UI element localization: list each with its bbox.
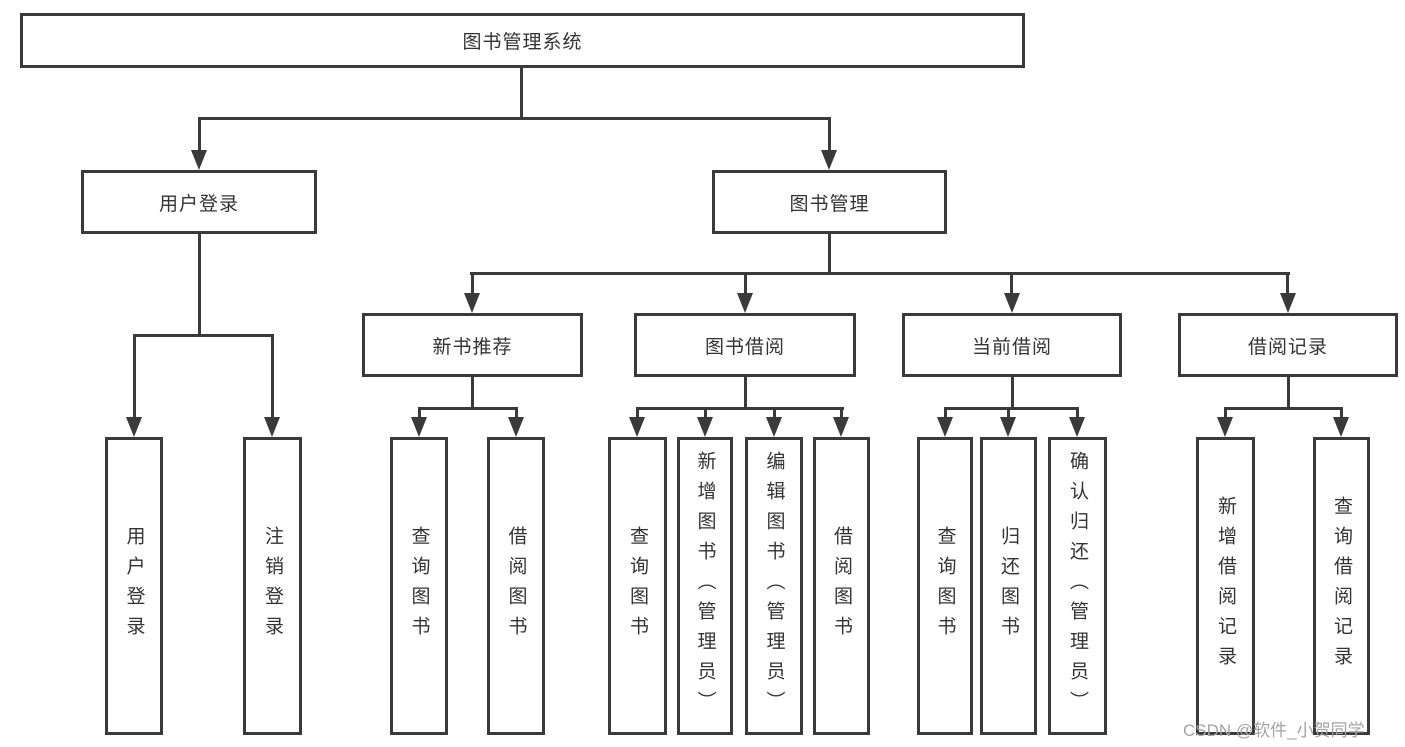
leaf-query-books-current-label: 查询图书 [934,526,956,646]
arrowhead-leaf-query-current-icon [937,417,953,437]
arrowhead-leaf-add-books-icon [697,417,713,437]
connector-current-borrow-stem [1011,377,1014,409]
connector-level2-horizontal [470,272,1290,275]
connector-to-leaf-return-books [1007,407,1010,417]
leaf-add-borrow-record-label: 新增借阅记录 [1215,496,1236,676]
arrowhead-leaf-borrow-recommend-icon [508,417,524,437]
connector-new-book-recommend-horizontal [418,407,518,410]
arrowhead-leaf-borrow-books-icon [833,417,849,437]
arrowhead-leaf-query-record-icon [1333,417,1349,437]
connector-to-leaf-confirm-return [1076,407,1079,417]
leaf-add-books-admin: 新增图书（管理员） [677,437,733,735]
leaf-edit-books-admin: 编辑图书（管理员） [745,437,803,735]
node-new-book-recommend-label: 新书推荐 [432,336,513,358]
connector-to-leaf-user-login [133,334,136,417]
leaf-borrow-books-recommend: 借阅图书 [487,437,545,735]
arrowhead-leaf-edit-books-icon [766,417,782,437]
leaf-query-borrow-record: 查询借阅记录 [1313,437,1370,735]
connector-root-stem [520,68,523,118]
connector-book-management-stem [828,234,831,275]
leaf-confirm-return-admin: 确认归还（管理员） [1048,437,1107,735]
arrowhead-leaf-return-books-icon [1000,417,1016,437]
leaf-query-books-recommend: 查询图书 [390,437,448,735]
leaf-logout-action: 注销登录 [243,437,302,735]
arrowhead-leaf-add-record-icon [1217,417,1233,437]
leaf-confirm-return-admin-label: 确认归还（管理员） [1067,451,1088,721]
leaf-user-login-action-label: 用户登录 [123,526,145,646]
node-book-borrow: 图书借阅 [634,313,856,377]
connector-to-book-borrow [744,272,747,293]
arrowhead-borrow-records-icon [1280,293,1296,313]
leaf-return-books-label: 归还图书 [998,526,1019,646]
arrowhead-leaf-query-borrow-icon [629,417,645,437]
leaf-user-login-action: 用户登录 [105,437,163,735]
arrowhead-leaf-query-recommend-icon [411,417,427,437]
node-borrow-records: 借阅记录 [1178,313,1398,377]
arrowhead-book-borrow-icon [737,293,753,313]
node-book-management-label: 图书管理 [789,193,870,215]
leaf-edit-books-admin-label: 编辑图书（管理员） [763,451,785,721]
connector-book-borrow-stem [744,377,747,409]
node-book-management: 图书管理 [712,170,947,234]
arrowhead-leaf-confirm-return-icon [1069,417,1085,437]
connector-to-leaf-query-recommend [418,407,421,417]
connector-to-leaf-query-record [1340,407,1343,417]
arrowhead-leaf-user-login-icon [126,417,142,437]
connector-to-leaf-borrow-recommend [515,407,518,417]
leaf-return-books: 归还图书 [980,437,1037,735]
leaf-query-borrow-record-label: 查询借阅记录 [1331,496,1352,676]
connector-user-login-stem [198,234,201,337]
connector-to-current-borrow [1010,272,1013,293]
connector-to-book-management [828,117,831,150]
node-root: 图书管理系统 [20,13,1025,68]
connector-to-leaf-query-borrow [636,407,639,417]
leaf-query-books-recommend-label: 查询图书 [408,526,430,646]
connector-current-borrow-horizontal [944,407,1079,410]
leaf-query-books-current: 查询图书 [917,437,973,735]
leaf-query-books-borrow: 查询图书 [608,437,667,735]
connector-new-book-recommend-stem [471,377,474,409]
node-root-label: 图书管理系统 [462,32,583,53]
connector-to-user-login [198,117,201,150]
connector-to-new-book-recommend [471,272,474,293]
connector-to-leaf-edit-books [773,407,776,417]
connector-to-leaf-query-current [944,407,947,417]
watermark-text: CSDN @软件_小贺同学 [1183,721,1365,740]
connector-to-borrow-records [1286,272,1289,293]
leaf-borrow-books-recommend-label: 借阅图书 [505,526,527,646]
arrowhead-leaf-logout-icon [264,417,280,437]
node-book-borrow-label: 图书借阅 [704,336,785,358]
connector-level1-horizontal [198,117,831,120]
node-current-borrow-label: 当前借阅 [971,336,1052,358]
node-current-borrow: 当前借阅 [902,313,1122,377]
leaf-borrow-books-label: 借阅图书 [831,526,852,646]
node-new-book-recommend: 新书推荐 [362,313,583,377]
leaf-borrow-books: 借阅图书 [813,437,870,735]
connector-to-leaf-add-books [704,407,707,417]
node-borrow-records-label: 借阅记录 [1247,336,1328,358]
arrowhead-book-management-icon [821,150,837,170]
leaf-add-borrow-record: 新增借阅记录 [1196,437,1255,735]
leaf-query-books-borrow-label: 查询图书 [627,526,648,646]
arrowhead-user-login-icon [191,150,207,170]
connector-to-leaf-logout [271,334,274,417]
connector-to-leaf-add-record [1224,407,1227,417]
arrowhead-new-book-recommend-icon [464,293,480,313]
connector-user-login-horizontal [133,334,274,337]
node-user-login: 用户登录 [81,170,317,234]
arrowhead-current-borrow-icon [1004,293,1020,313]
connector-borrow-records-horizontal [1224,407,1343,410]
node-user-login-label: 用户登录 [158,193,239,215]
leaf-add-books-admin-label: 新增图书（管理员） [694,451,716,721]
leaf-logout-action-label: 注销登录 [262,526,283,646]
connector-book-borrow-horizontal [636,407,844,410]
connector-borrow-records-stem [1287,377,1290,409]
connector-to-leaf-borrow-books [840,407,843,417]
